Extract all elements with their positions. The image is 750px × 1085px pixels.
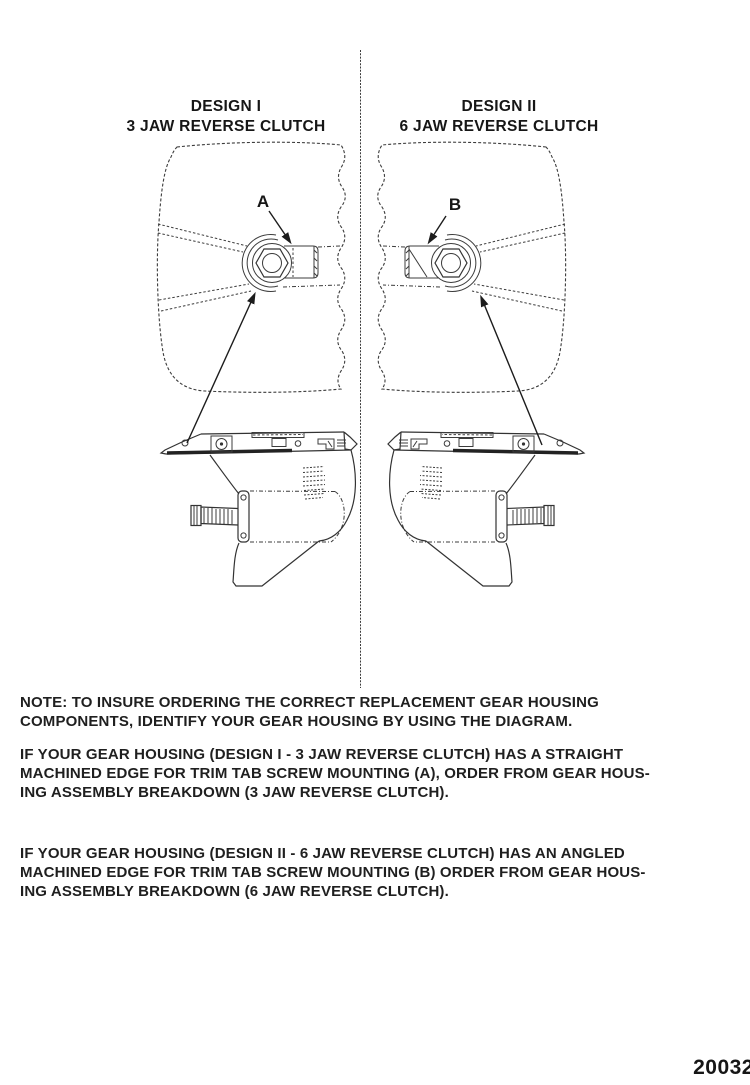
- gear-housing-identification-diagram: A B: [156, 50, 586, 688]
- design1-instruction-paragraph: IF YOUR GEAR HOUSING (DESIGN I - 3 JAW R…: [20, 745, 736, 802]
- callout-b-label: B: [449, 195, 461, 214]
- design2-title-line2: 6 JAW REVERSE CLUTCH: [399, 117, 599, 135]
- design2-title-line1: DESIGN II: [461, 98, 537, 115]
- design2-title: DESIGN II 6 JAW REVERSE CLUTCH: [366, 97, 632, 136]
- design1-lower-unit: [159, 430, 359, 588]
- design2-angled-machined-edge-line: [408, 248, 428, 278]
- design2-lower-unit: [386, 430, 586, 588]
- design1-title: DESIGN I 3 JAW REVERSE CLUTCH: [93, 97, 359, 136]
- text-line: ING ASSEMBLY BREAKDOWN (3 JAW REVERSE CL…: [20, 784, 449, 801]
- text-line: COMPONENTS, IDENTIFY YOUR GEAR HOUSING B…: [20, 713, 573, 730]
- text-line: IF YOUR GEAR HOUSING (DESIGN I - 3 JAW R…: [20, 746, 624, 763]
- text-line: MACHINED EDGE FOR TRIM TAB SCREW MOUNTIN…: [20, 864, 646, 881]
- text-line: IF YOUR GEAR HOUSING (DESIGN II - 6 JAW …: [20, 845, 625, 862]
- page-number: 20032: [693, 1056, 750, 1079]
- callout-b-arrow: [427, 215, 447, 245]
- design2-instruction-paragraph: IF YOUR GEAR HOUSING (DESIGN II - 6 JAW …: [20, 844, 736, 901]
- text-line: NOTE: TO INSURE ORDERING THE CORRECT REP…: [20, 694, 599, 711]
- design1-pointer-arrow: [186, 291, 256, 444]
- design2-top-view: [377, 141, 567, 393]
- design1-title-line2: 3 JAW REVERSE CLUTCH: [126, 117, 326, 135]
- text-line: ING ASSEMBLY BREAKDOWN (6 JAW REVERSE CL…: [20, 883, 449, 900]
- design1-top-view: [156, 141, 346, 393]
- design2-pointer-arrow: [480, 294, 543, 446]
- callout-a-label: A: [257, 192, 269, 211]
- note-paragraph: NOTE: TO INSURE ORDERING THE CORRECT REP…: [20, 693, 736, 731]
- callout-a-arrow: [268, 210, 292, 245]
- design1-title-line1: DESIGN I: [190, 98, 262, 115]
- text-line: MACHINED EDGE FOR TRIM TAB SCREW MOUNTIN…: [20, 765, 650, 782]
